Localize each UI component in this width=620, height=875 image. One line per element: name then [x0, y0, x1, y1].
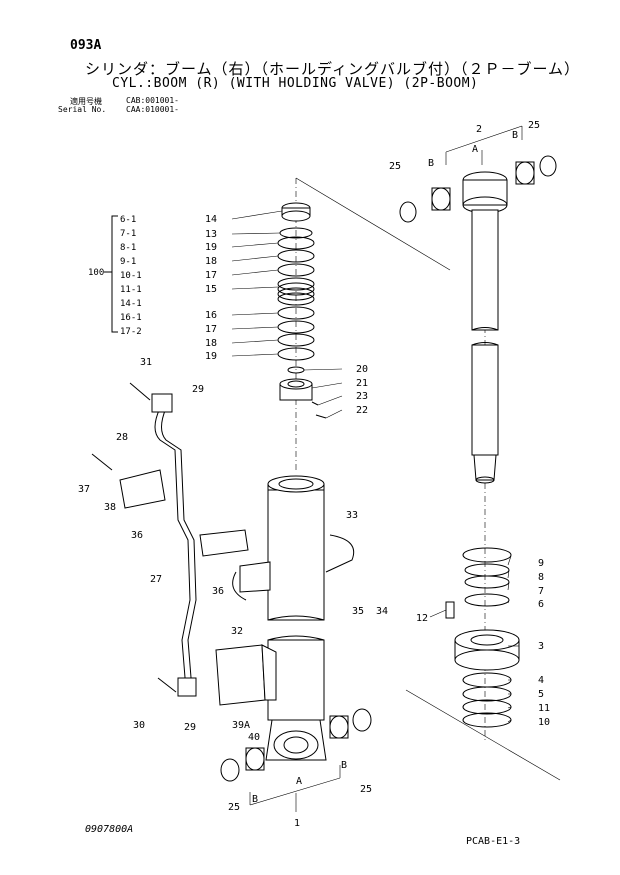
callout: A	[296, 776, 302, 787]
callout: 25	[389, 161, 401, 172]
diagram-code: 093A	[70, 38, 102, 53]
callout: 12	[416, 613, 428, 624]
callout: B	[252, 794, 258, 805]
callout: 17	[205, 324, 217, 335]
kit-item: 17-2	[120, 327, 142, 337]
callout: 8	[538, 572, 544, 583]
callout: 29	[184, 722, 196, 733]
callout: B	[341, 760, 347, 771]
callout: 19	[205, 242, 217, 253]
callout: 23	[356, 391, 368, 402]
piston-rod	[462, 171, 508, 484]
kit-item: 14-1	[120, 299, 142, 309]
kit-item: 8-1	[120, 243, 136, 253]
callout: 27	[150, 574, 162, 585]
title-japanese: シリンダ：ブーム（右）（ホールディングバルブ付）（２Ｐ－ブーム）	[85, 60, 581, 78]
callout: 5	[538, 689, 544, 700]
callout: 25	[228, 802, 240, 813]
title-english: CYL.:BOOM (R) (WITH HOLDING VALVE) (2P-B…	[112, 76, 479, 91]
callout: 4	[538, 675, 544, 686]
kit-item: 6-1	[120, 215, 136, 225]
kit-item: 11-1	[120, 285, 142, 295]
callout: 16	[205, 310, 217, 321]
callout: 17	[205, 270, 217, 281]
callout: 30	[133, 720, 145, 731]
serial-label: Serial No.	[58, 105, 107, 114]
cylinder-tube	[265, 475, 327, 761]
model-value: CAB:001001-	[126, 96, 179, 105]
callout: 15	[205, 284, 217, 295]
callout-labels: 14 13 19 18 17 15 16 17 18 19 20 21 23 2…	[78, 120, 550, 829]
kit-bracket	[104, 215, 118, 333]
callout: 39A	[232, 720, 250, 731]
callout: A	[472, 144, 478, 155]
callout: 29	[192, 384, 204, 395]
callout: B	[428, 158, 434, 169]
page-reference: PCAB-E1-3	[466, 836, 521, 847]
serial-value: CAA:010001-	[126, 105, 179, 114]
pipe-and-valve	[91, 382, 355, 706]
callout: 40	[248, 732, 260, 743]
callout: 32	[231, 626, 243, 637]
leader-lines	[231, 125, 523, 812]
kit-item: 7-1	[120, 229, 136, 239]
callout: 9	[538, 558, 544, 569]
callout: 7	[538, 586, 544, 597]
guide-line	[295, 177, 451, 271]
callout: 25	[360, 784, 372, 795]
callout: 14	[205, 214, 217, 225]
callout: 35	[352, 606, 364, 617]
model-label: 適用号機	[70, 97, 102, 106]
callout: 18	[205, 338, 217, 349]
callout: 10	[538, 717, 550, 728]
callout: 20	[356, 364, 368, 375]
kit-number: 100	[88, 268, 104, 278]
callout: 1	[294, 818, 300, 829]
callout: 33	[346, 510, 358, 521]
kit-list: 6-1 7-1 8-1 9-1 10-1 11-1 14-1 16-1 17-2	[120, 215, 142, 337]
callout: 3	[538, 641, 544, 652]
callout: 6	[538, 599, 544, 610]
callout: 18	[205, 256, 217, 267]
bushing-set-top	[399, 155, 557, 223]
callout: 31	[140, 357, 152, 368]
callout: 11	[538, 703, 550, 714]
kit-item: 9-1	[120, 257, 136, 267]
callout: 2	[476, 124, 482, 135]
callout: 19	[205, 351, 217, 362]
callout: 36	[131, 530, 143, 541]
seal-stack	[277, 202, 327, 419]
drawing-number: 0907800A	[85, 824, 134, 835]
callout: 21	[356, 378, 368, 389]
callout: 36	[212, 586, 224, 597]
callout: 38	[104, 502, 116, 513]
kit-item: 10-1	[120, 271, 142, 281]
callout: 37	[78, 484, 90, 495]
callout: 25	[528, 120, 540, 131]
kit-item: 16-1	[120, 313, 142, 323]
piston-assembly	[445, 547, 520, 728]
callout: 28	[116, 432, 128, 443]
callout: 34	[376, 606, 388, 617]
callout: B	[512, 130, 518, 141]
bushing-set-bottom	[220, 708, 372, 782]
guide-line	[405, 689, 561, 781]
callout: 13	[205, 229, 217, 240]
callout: 22	[356, 405, 368, 416]
